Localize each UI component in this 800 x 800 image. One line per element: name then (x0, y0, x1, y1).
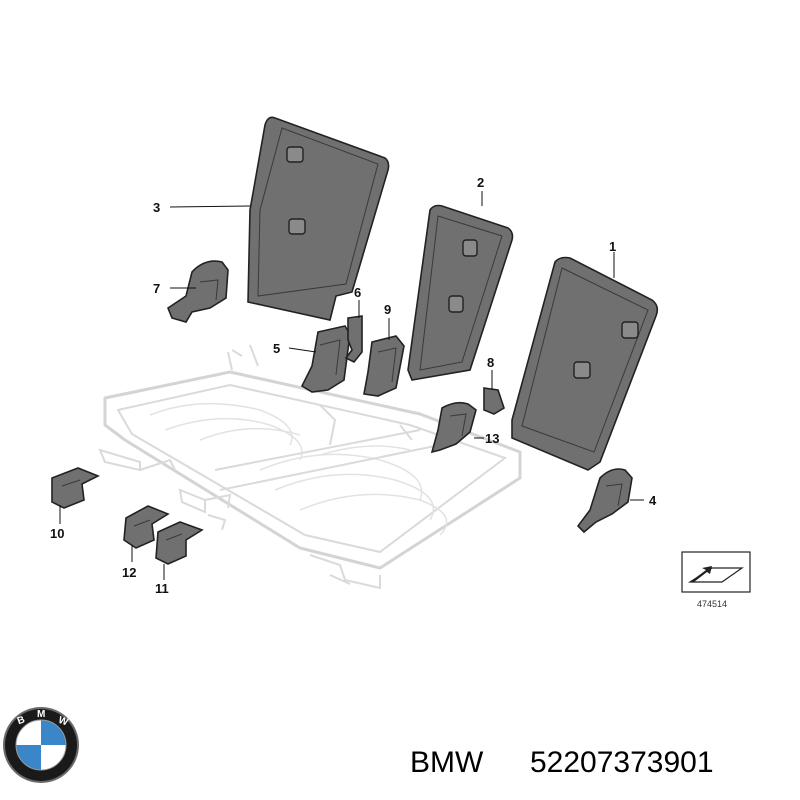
part-6-bracket (344, 315, 363, 364)
part-5-trim (300, 325, 351, 393)
part-9-trim (363, 335, 405, 397)
svg-text:W: W (57, 715, 70, 729)
part-11-cap (155, 521, 204, 565)
callout-3: 3 (153, 200, 160, 215)
arrow-icon (690, 566, 712, 582)
part-2-backrest-cover-middle (407, 204, 514, 381)
part-13-trim (430, 401, 477, 454)
svg-text:M: M (37, 709, 45, 720)
logo-letters: B (16, 714, 27, 727)
callout-10: 10 (50, 526, 64, 541)
reference-code: 474514 (697, 599, 727, 609)
part-12-cap (123, 505, 170, 549)
callout-6: 6 (354, 285, 361, 300)
seat-frame (98, 344, 522, 590)
leader-lines (59, 191, 644, 580)
callout-11: 11 (155, 581, 169, 596)
callout-labels: 3 2 1 7 6 9 5 8 13 4 10 12 11 (50, 175, 657, 596)
callout-2: 2 (477, 175, 484, 190)
callout-5: 5 (273, 341, 280, 356)
part-1-backrest-cover-right (511, 256, 659, 471)
callout-13: 13 (485, 431, 499, 446)
bmw-logo: B M W (3, 707, 79, 783)
callout-1: 1 (609, 239, 616, 254)
part-10-cap (51, 467, 100, 509)
part-4-trim (576, 468, 633, 534)
callout-4: 4 (649, 493, 657, 508)
part-8-bracket (483, 387, 505, 415)
callout-8: 8 (487, 355, 494, 370)
part-number: 52207373901 (530, 746, 714, 779)
part-7-trim (167, 260, 229, 323)
part-3-backrest-cover-large (247, 116, 390, 321)
callout-9: 9 (384, 302, 391, 317)
reference-box: 474514 (681, 551, 751, 609)
callout-7: 7 (153, 281, 160, 296)
brand-name: BMW (410, 746, 484, 779)
callout-12: 12 (122, 565, 136, 580)
